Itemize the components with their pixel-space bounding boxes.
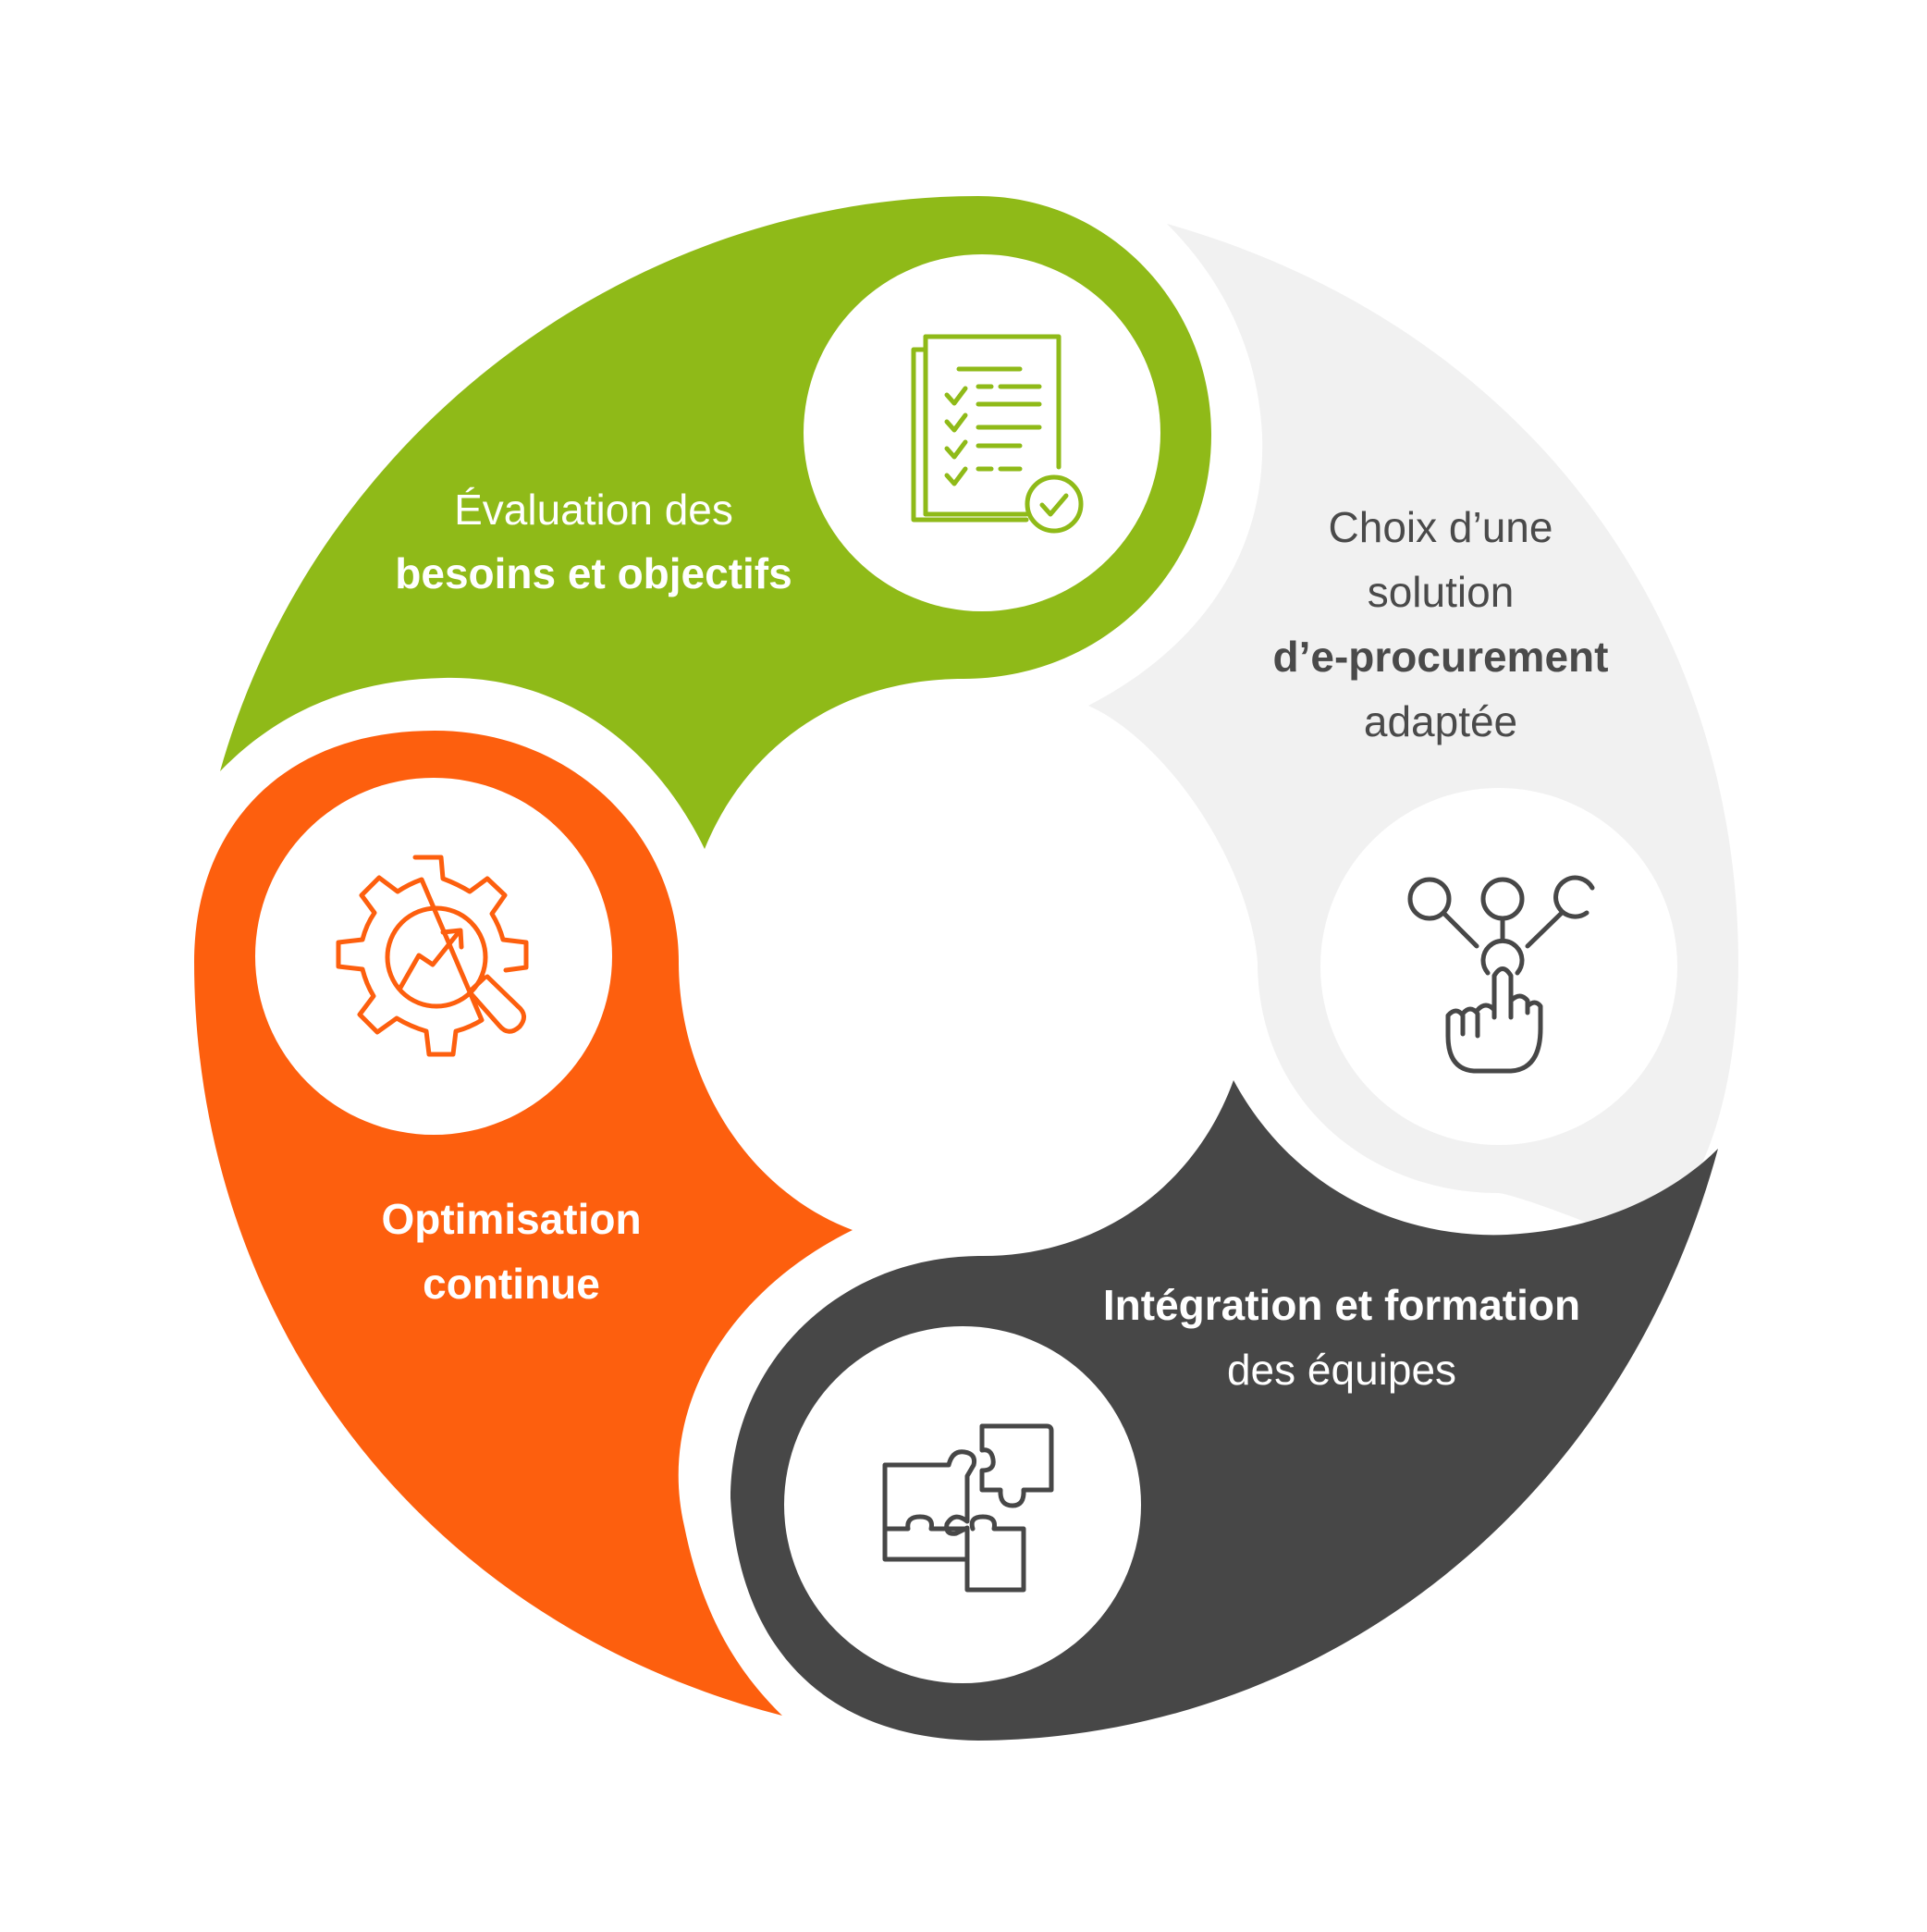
- step-integration-line2: des équipes: [1227, 1346, 1456, 1394]
- step-choice-line2: solution: [1368, 568, 1515, 616]
- step-integration-line1: Intégration et formation: [1103, 1281, 1580, 1329]
- step-evaluation-line1: Évaluation des: [454, 486, 733, 534]
- icon-circle-choice: [1320, 788, 1677, 1145]
- step-choice-line4: adaptée: [1364, 697, 1517, 745]
- step-optimisation-line2: continue: [423, 1260, 600, 1308]
- step-choice-line1: Choix d’une: [1329, 503, 1553, 551]
- step-optimisation-line1: Optimisation: [381, 1195, 641, 1243]
- puzzle-pieces-icon: [882, 1423, 1054, 1593]
- step-choice-line3: d’e-procurement: [1273, 633, 1609, 681]
- checklist-document-icon: [911, 334, 1084, 534]
- step-evaluation-line2: besoins et objectifs: [395, 549, 792, 597]
- icon-circle-evaluation: [804, 254, 1160, 611]
- hand-select-options-icon: [1407, 875, 1595, 1074]
- icon-circle-integration: [784, 1326, 1141, 1683]
- icon-circle-optimisation: [255, 778, 612, 1135]
- gear-analytics-magnifier-icon: [336, 855, 529, 1057]
